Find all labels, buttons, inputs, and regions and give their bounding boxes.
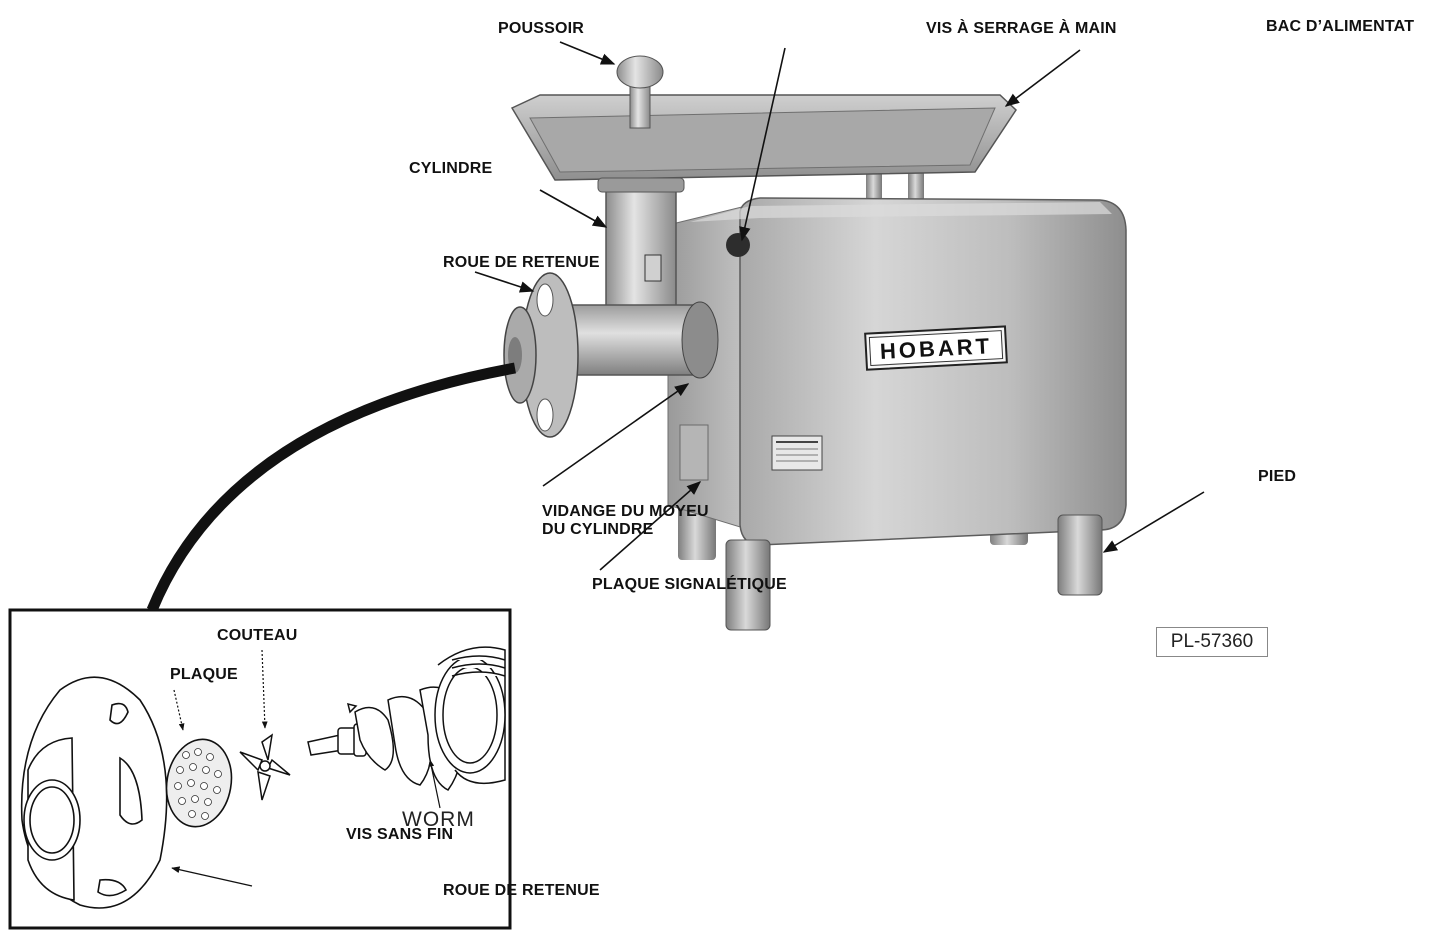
label-retaining-ring-bottom: ROUE DE RETENUE: [443, 882, 600, 899]
label-drain-line1: VIDANGE DU MOYEU: [542, 503, 709, 520]
label-knife: COUTEAU: [217, 627, 298, 644]
label-foot: PIED: [1258, 468, 1297, 485]
label-drain-line2: DU CYLINDRE: [542, 521, 654, 538]
inset-connector: [146, 362, 516, 613]
label-cylinder: CYLINDRE: [409, 160, 493, 177]
machine-body: [739, 197, 1127, 546]
hand-screw-knob: [726, 233, 750, 257]
label-plate: PLAQUE: [170, 666, 238, 683]
inset-plate: [165, 738, 233, 828]
feed-tray: [510, 94, 1017, 181]
brand-text: HOBART: [879, 333, 992, 364]
front-leg-left: [725, 539, 771, 631]
label-pusher: POUSSOIR: [498, 20, 585, 37]
label-feed-tray: BAC D’ALIMENTAT: [1266, 18, 1415, 35]
back-leg-left: [678, 505, 716, 560]
inset-retaining-ring: [20, 676, 168, 909]
label-hand-screw: VIS À SERRAGE À MAIN: [926, 20, 1117, 37]
front-leg-right: [1057, 514, 1103, 596]
label-worm-en: WORM: [402, 808, 475, 831]
inset-knife: [239, 733, 291, 801]
label-retaining-ring-top: ROUE DE RETENUE: [443, 254, 600, 271]
pusher: [616, 55, 664, 129]
label-nameplate: PLAQUE SIGNALÉTIQUE: [592, 576, 787, 593]
reference-number: PL-57360: [1156, 627, 1268, 657]
label-worm-fr: VIS SANS FIN: [346, 826, 454, 843]
retaining-ring: [503, 272, 579, 438]
warning-plate: [771, 435, 823, 471]
hobart-nameplate: HOBART: [864, 325, 1008, 371]
barrel: [544, 301, 719, 379]
inset-cylinder-end: [434, 646, 506, 785]
